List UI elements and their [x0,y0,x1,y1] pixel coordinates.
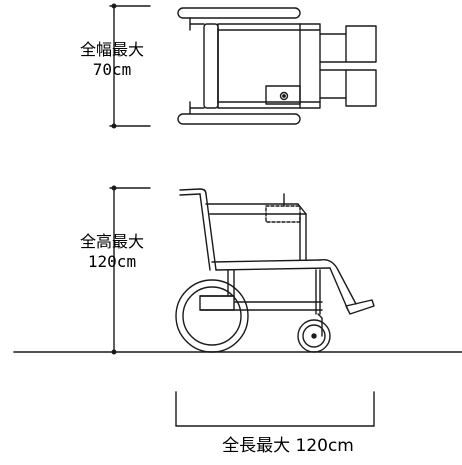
length-dimension-bracket [175,391,375,427]
length-label: 全長最大 120cm [222,436,354,456]
width-dimension-bracket [109,3,151,129]
height-title: 全高最大 [79,232,144,251]
footrest-top [345,25,377,63]
frame-top-view [217,23,321,109]
wheel-top-left [177,7,301,19]
width-label: 全幅最大 70cm [72,40,152,80]
wheelchair-side-view [175,188,375,353]
footrest-bottom [345,69,377,107]
height-value: 120cm [87,252,137,271]
rear-wheel [175,279,249,353]
wheel-top-right [177,113,301,125]
wheelchair-top-view [177,7,377,125]
front-caster [297,319,331,353]
width-title: 全幅最大 [79,40,144,59]
width-value: 70cm [92,60,132,79]
backrest-left [203,23,219,109]
control-box-top [265,85,301,105]
height-label: 全高最大 120cm [72,232,152,272]
